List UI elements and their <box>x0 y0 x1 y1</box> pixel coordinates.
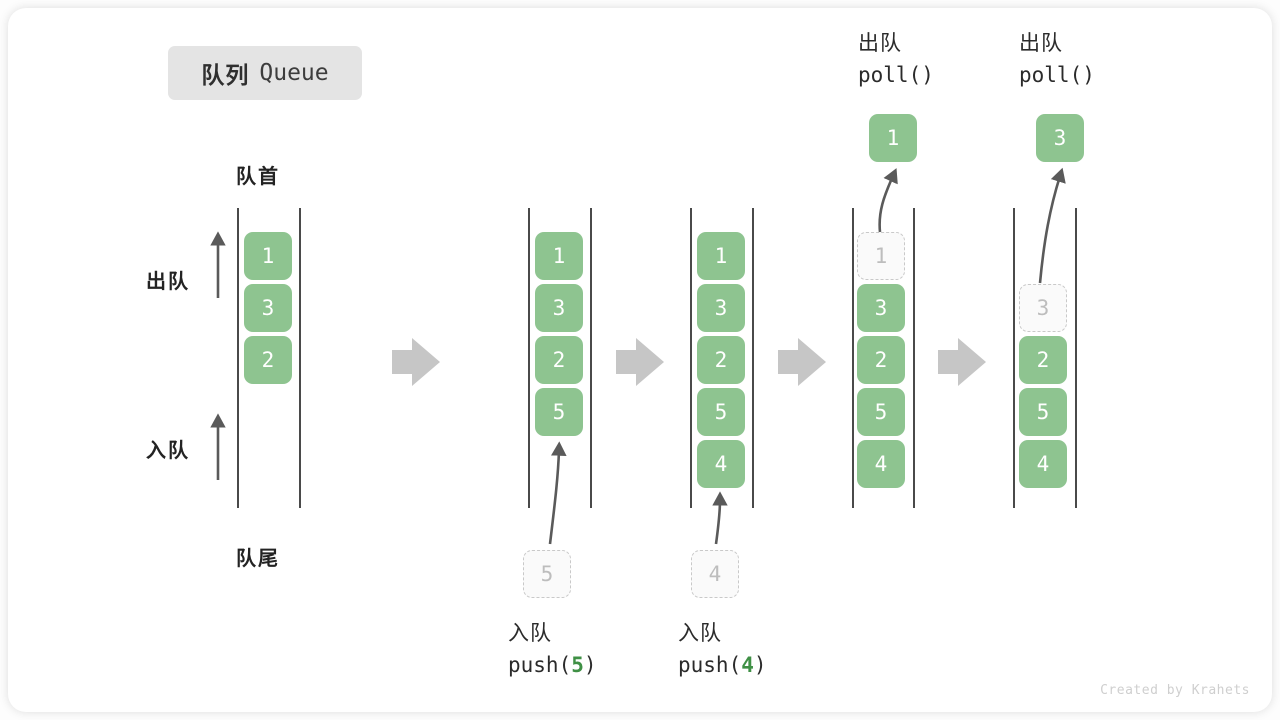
diagram-card <box>8 8 1272 712</box>
queue-cell: 3 <box>697 284 745 332</box>
polled-value-cell: 1 <box>869 114 917 162</box>
rail-left-col5 <box>1013 208 1015 508</box>
rail-left-col1 <box>237 208 239 508</box>
poll-caption-cn: 出队 <box>858 32 902 55</box>
dequeue-side-label: 出队 <box>146 271 190 293</box>
queue-cell: 5 <box>1019 388 1067 436</box>
push-code-prefix: push( <box>508 652 572 677</box>
polled-value-cell: 3 <box>1036 114 1084 162</box>
queue-cell: 1 <box>535 232 583 280</box>
queue-tail-label: 队尾 <box>236 548 280 570</box>
push-caption-2: 入队 push(4) <box>678 618 767 681</box>
push-caption-1: 入队 push(5) <box>508 618 597 681</box>
rail-right-col5 <box>1075 208 1077 508</box>
rail-right-col4 <box>913 208 915 508</box>
push-caption-cn: 入队 <box>678 622 722 645</box>
poll-caption-cn: 出队 <box>1019 32 1063 55</box>
push-code-arg: 4 <box>741 652 754 677</box>
rail-left-col2 <box>528 208 530 508</box>
queue-cell: 2 <box>1019 336 1067 384</box>
outgoing-ghost-cell: 1 <box>857 232 905 280</box>
incoming-ghost-cell: 4 <box>691 550 739 598</box>
outgoing-ghost-cell: 3 <box>1019 284 1067 332</box>
queue-cell: 4 <box>697 440 745 488</box>
rail-right-col3 <box>752 208 754 508</box>
enqueue-side-label: 入队 <box>146 440 190 462</box>
rail-right-col1 <box>299 208 301 508</box>
poll-caption-code: poll() <box>858 62 934 87</box>
queue-head-label: 队首 <box>236 166 280 188</box>
queue-cell: 4 <box>857 440 905 488</box>
queue-cell: 3 <box>857 284 905 332</box>
queue-cell: 2 <box>535 336 583 384</box>
push-code-suffix: ) <box>753 652 767 677</box>
rail-right-col2 <box>590 208 592 508</box>
queue-cell: 3 <box>244 284 292 332</box>
queue-cell: 2 <box>697 336 745 384</box>
queue-cell: 3 <box>535 284 583 332</box>
queue-cell: 2 <box>857 336 905 384</box>
title-badge: 队列 Queue <box>168 46 362 100</box>
push-caption-code: push(5) <box>508 650 597 682</box>
rail-left-col4 <box>852 208 854 508</box>
queue-cell: 1 <box>697 232 745 280</box>
push-caption-code: push(4) <box>678 650 767 682</box>
poll-caption-2: 出队 poll() <box>1019 28 1095 91</box>
queue-cell: 2 <box>244 336 292 384</box>
push-code-prefix: push( <box>678 652 742 677</box>
push-code-suffix: ) <box>583 652 597 677</box>
queue-cell: 5 <box>535 388 583 436</box>
queue-cell: 4 <box>1019 440 1067 488</box>
title-cn: 队列 <box>201 62 250 88</box>
push-code-arg: 5 <box>571 652 584 677</box>
queue-cell: 5 <box>857 388 905 436</box>
poll-caption-code: poll() <box>1019 62 1095 87</box>
push-caption-cn: 入队 <box>508 622 552 645</box>
incoming-ghost-cell: 5 <box>523 550 571 598</box>
queue-cell: 5 <box>697 388 745 436</box>
poll-caption-1: 出队 poll() <box>858 28 934 91</box>
queue-cell: 1 <box>244 232 292 280</box>
rail-left-col3 <box>690 208 692 508</box>
title-en: Queue <box>259 60 329 86</box>
footer-credit: Created by Krahets <box>1100 683 1250 698</box>
